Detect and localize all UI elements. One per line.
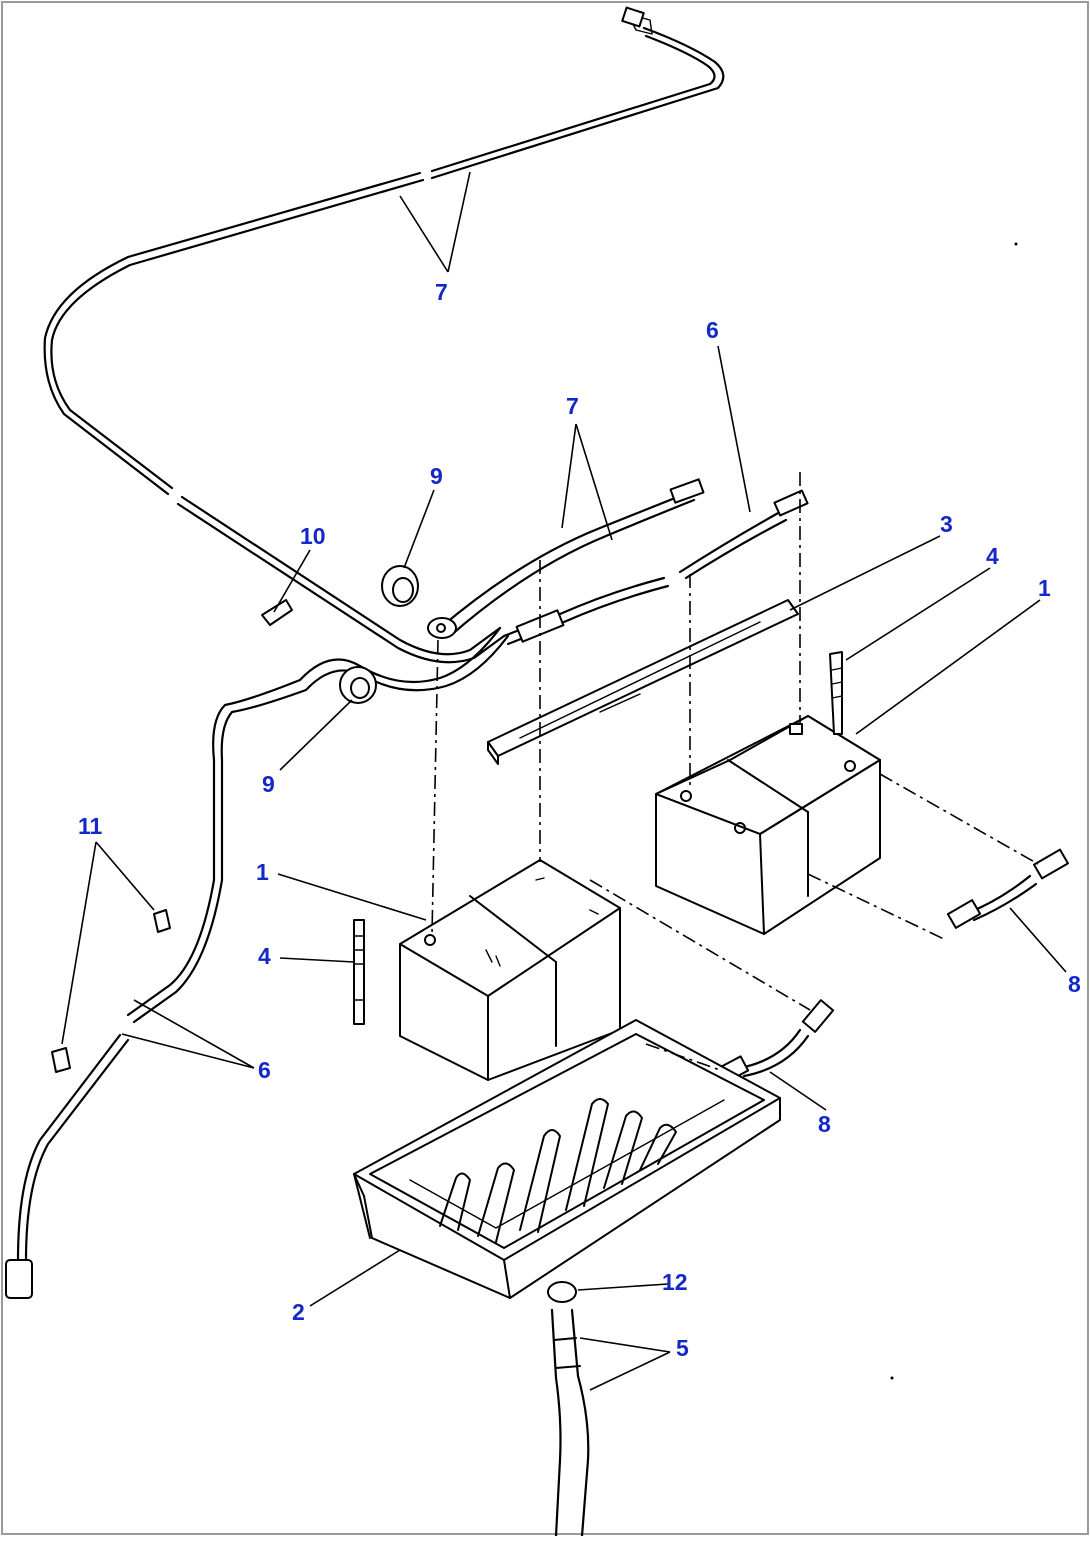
callout-8-right: 8 <box>1068 971 1081 997</box>
callout-10: 10 <box>300 523 326 549</box>
callout-1-left: 1 <box>256 859 269 885</box>
clip-11-upper <box>153 909 171 933</box>
cable-8-right-terminal-a <box>1033 848 1069 880</box>
callout-6-left: 6 <box>258 1057 271 1083</box>
callout-11: 11 <box>78 813 103 839</box>
bolt-4-left <box>353 919 365 1025</box>
callout-5: 5 <box>676 1335 689 1361</box>
grommet-9-upper <box>381 565 419 607</box>
callouts: 7 6 7 9 10 3 4 1 9 11 1 4 6 8 8 2 12 5 <box>78 279 1081 1361</box>
cable-6-connector <box>773 489 809 517</box>
cable-7-long <box>43 13 725 664</box>
clamp-10 <box>261 599 293 626</box>
cap-12 <box>547 1281 577 1303</box>
callout-7-mid: 7 <box>566 393 579 419</box>
callout-2: 2 <box>292 1299 305 1325</box>
callout-12: 12 <box>662 1269 688 1295</box>
battery-1-right <box>655 715 881 935</box>
callout-8-mid: 8 <box>818 1111 831 1137</box>
cable-7-battery-link <box>427 478 705 646</box>
callout-1-right: 1 <box>1038 575 1051 601</box>
cable-7-connector <box>669 478 705 504</box>
cable-8-right-terminal-b <box>946 899 982 929</box>
leader-lines <box>61 171 1067 1391</box>
cable-6-left-terminal <box>5 1259 33 1299</box>
cable-6-upper <box>678 489 809 580</box>
cable-8-right <box>946 848 1069 929</box>
callout-9-lower: 9 <box>262 771 275 797</box>
alignment-lines <box>431 472 1039 1071</box>
battery-tray-2 <box>353 1019 781 1299</box>
bolt-4-right <box>829 651 843 735</box>
cable-8-mid-terminal-a <box>801 999 835 1033</box>
cable-6-left <box>5 626 510 1299</box>
grommet-9-lower <box>339 666 377 704</box>
clip-11-lower <box>51 1047 71 1073</box>
hold-down-bar-3 <box>487 599 799 765</box>
callout-7-top: 7 <box>435 279 448 305</box>
cable-8-mid <box>714 999 835 1085</box>
ring-terminal-7 <box>427 617 457 639</box>
drain-hose-5 <box>550 1308 590 1538</box>
callout-4-right: 4 <box>986 543 999 569</box>
callout-9-upper: 9 <box>430 463 443 489</box>
callout-4-left: 4 <box>258 943 271 969</box>
specks <box>890 242 1018 1380</box>
callout-6-top: 6 <box>706 317 719 343</box>
cable-7-long-connector-top <box>621 6 645 28</box>
callout-3: 3 <box>940 511 953 537</box>
